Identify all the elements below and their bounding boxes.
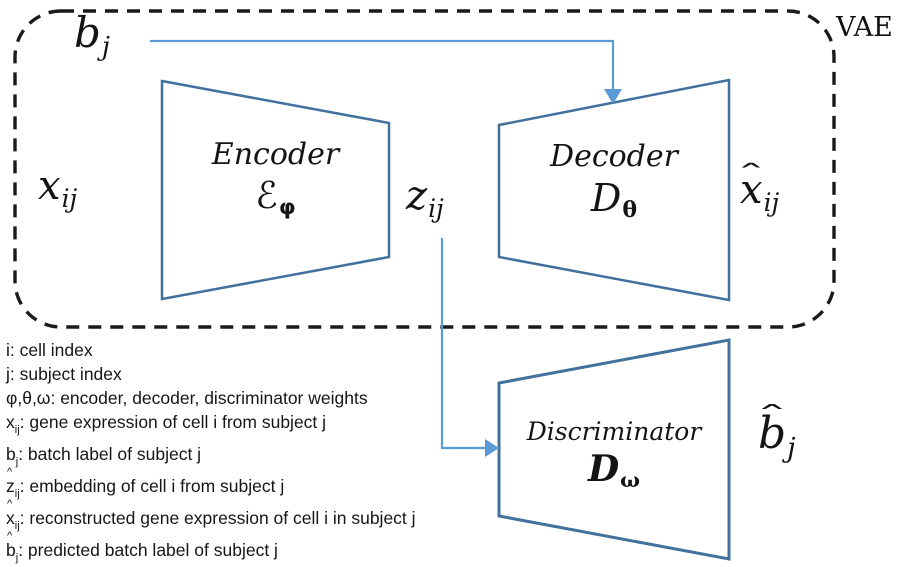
legend-subscript: j — [15, 456, 19, 468]
hat-accent: ˆ — [736, 159, 767, 189]
hat-accent: ˆ — [755, 401, 789, 433]
legend-line: j: subject index — [6, 362, 416, 386]
legend-line: ^xij: reconstructed gene expression of c… — [6, 498, 416, 538]
discriminator-block-label: Discriminator Dω — [499, 417, 729, 492]
legend-line: xij: gene expression of cell i from subj… — [6, 410, 416, 442]
vae-label: VAE — [836, 12, 893, 43]
legend-description: : encoder, decoder, discriminator weight… — [50, 388, 368, 408]
discriminator-symbol: Dω — [587, 447, 641, 492]
legend-line: i: cell index — [6, 338, 416, 362]
vae-dashed-border — [13, 9, 836, 329]
legend-subscript: ij — [14, 488, 20, 500]
legend-line: ^bj: predicted batch label of subject j — [6, 530, 416, 567]
discriminator-title: Discriminator — [526, 417, 702, 446]
decoder-block-label: Decoder Dθ — [499, 139, 729, 223]
legend-description: : predicted batch label of subject j — [18, 540, 278, 560]
input-gene-expression-xij: xij — [38, 163, 78, 213]
decoder-title: Decoder — [550, 139, 678, 174]
legend-symbol: i — [6, 340, 10, 360]
bj-to-decoder-arrowhead-icon — [604, 89, 622, 104]
legend-description: : subject index — [9, 364, 122, 384]
z-to-discriminator-arrow-line — [440, 238, 486, 450]
decoder-trapezoid — [497, 78, 731, 302]
decoder-symbol: Dθ — [590, 175, 638, 223]
legend-symbol: j — [6, 364, 10, 384]
legend-subscript: ij — [14, 520, 20, 532]
encoder-symbol: ℰφ — [255, 173, 296, 220]
legend-description: : gene expression of cell i from subject… — [19, 412, 327, 432]
legend-subscript: j — [15, 552, 19, 564]
legend-subscript: ij — [14, 424, 20, 436]
hat-accent: ^ — [7, 498, 13, 510]
hat-accent: ^ — [7, 530, 13, 542]
legend-line: bj: batch label of subject j — [6, 442, 416, 474]
legend-line: φ,θ,ω: encoder, decoder, discriminator w… — [6, 386, 416, 410]
legend-symbol: φ,θ,ω — [6, 388, 51, 408]
input-batch-label-bj: bj — [74, 8, 110, 63]
bj-to-decoder-arrow-line — [150, 39, 615, 90]
legend-description: : embedding of cell i from subject j — [19, 476, 285, 496]
encoder-block-label: Encoder ℰφ — [162, 137, 389, 220]
legend-description: : cell index — [9, 340, 93, 360]
encoder-trapezoid — [160, 79, 391, 301]
legend-symbol: ^x — [6, 498, 15, 529]
latent-embedding-zij: zij — [406, 173, 444, 223]
legend-symbol: ^b — [6, 530, 16, 561]
hat-accent: ^ — [7, 466, 13, 478]
legend-description: : batch label of subject j — [18, 444, 202, 464]
discriminator-trapezoid — [497, 338, 731, 561]
z-to-discriminator-arrowhead-icon — [485, 439, 499, 457]
legend-symbol: x — [6, 412, 15, 432]
legend-symbol: ^z — [6, 466, 15, 497]
legend-line: ^zij: embedding of cell i from subject j — [6, 466, 416, 506]
legend-symbol: b — [6, 444, 16, 464]
legend-description: : reconstructed gene expression of cell … — [19, 508, 416, 528]
encoder-title: Encoder — [211, 137, 340, 172]
